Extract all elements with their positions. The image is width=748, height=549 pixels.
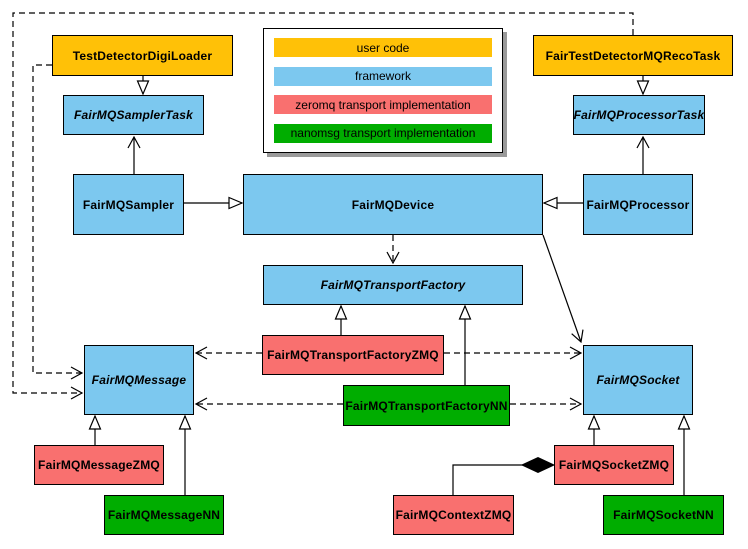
node-label: FairMQContextZMQ bbox=[395, 508, 512, 522]
legend-label: nanomsg transport implementation bbox=[290, 126, 476, 141]
node-label: FairMQMessageZMQ bbox=[38, 458, 160, 472]
node-fairmq-socket-zmq: FairMQSocketZMQ bbox=[554, 445, 674, 485]
node-label: FairMQSocket bbox=[596, 373, 680, 387]
legend-label: user code bbox=[356, 40, 410, 55]
node-fairmq-transport-factory: FairMQTransportFactory bbox=[263, 265, 523, 305]
node-label: FairMQSocketZMQ bbox=[558, 458, 670, 472]
node-fairmq-socket-nn: FairMQSocketNN bbox=[603, 495, 724, 535]
legend-item-nanomsg: nanomsg transport implementation bbox=[274, 123, 492, 143]
legend-label: zeromq transport implementation bbox=[295, 97, 471, 112]
node-fairmq-processor: FairMQProcessor bbox=[583, 174, 693, 235]
node-label: FairTestDetectorMQRecoTask bbox=[545, 48, 721, 63]
node-fairmq-sampler-task: FairMQSamplerTask bbox=[63, 95, 204, 135]
node-label: FairMQSampler bbox=[82, 197, 175, 212]
node-fairmq-socket: FairMQSocket bbox=[583, 345, 693, 415]
node-fairmq-processor-task: FairMQProcessorTask bbox=[573, 95, 705, 135]
node-label: FairMQDevice bbox=[351, 197, 435, 212]
node-label: FairMQProcessor bbox=[586, 197, 690, 212]
node-fairmq-transport-factory-zmq: FairMQTransportFactoryZMQ bbox=[262, 335, 444, 375]
node-label: FairMQMessageNN bbox=[107, 508, 221, 522]
node-label: FairMQTransportFactoryNN bbox=[345, 398, 508, 413]
node-label: FairMQTransportFactoryZMQ bbox=[267, 348, 439, 362]
node-fairmq-sampler: FairMQSampler bbox=[73, 174, 184, 235]
node-fairmq-context-zmq: FairMQContextZMQ bbox=[393, 495, 514, 535]
node-label: FairMQMessage bbox=[91, 373, 187, 387]
node-label: FairMQProcessorTask bbox=[573, 108, 705, 122]
legend-label: framework bbox=[354, 69, 411, 84]
legend-item-user-code: user code bbox=[274, 38, 492, 58]
node-fairmq-device: FairMQDevice bbox=[243, 174, 543, 235]
node-label: FairMQSamplerTask bbox=[74, 108, 193, 122]
node-label: TestDetectorDigiLoader bbox=[72, 48, 213, 63]
node-fairmq-message-nn: FairMQMessageNN bbox=[104, 495, 224, 535]
composition-diamond bbox=[520, 456, 556, 474]
node-label: FairMQTransportFactory bbox=[320, 278, 466, 292]
legend-item-zeromq: zeromq transport implementation bbox=[274, 95, 492, 115]
legend-box: user code framework zeromq transport imp… bbox=[263, 28, 503, 153]
edge-socketzmq-owns-contextzmq bbox=[452, 464, 523, 495]
node-fairmq-transport-factory-nn: FairMQTransportFactoryNN bbox=[343, 385, 510, 426]
node-test-detector-digi-loader: TestDetectorDigiLoader bbox=[52, 35, 233, 76]
edge-recotask-depends-message bbox=[12, 12, 634, 400]
legend-item-framework: framework bbox=[274, 66, 492, 86]
edge-device-uses-socket bbox=[542, 234, 584, 344]
node-fairmq-message: FairMQMessage bbox=[84, 345, 194, 415]
node-fairmq-message-zmq: FairMQMessageZMQ bbox=[34, 445, 164, 485]
node-fair-test-detector-mq-reco-task: FairTestDetectorMQRecoTask bbox=[533, 35, 733, 76]
node-label: FairMQSocketNN bbox=[613, 508, 714, 522]
edge-digiloader-depends-message bbox=[32, 64, 84, 380]
